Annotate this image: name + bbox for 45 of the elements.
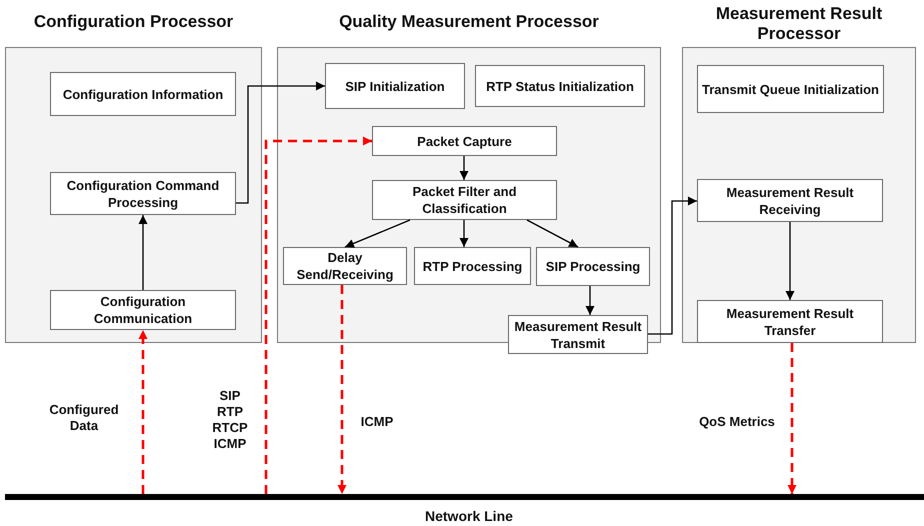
arrow xyxy=(344,219,410,248)
dashed-arrow xyxy=(338,285,346,494)
arrow xyxy=(460,156,468,180)
process-box xyxy=(50,72,236,116)
box-label: SIP Processing xyxy=(546,258,640,275)
arrow xyxy=(460,220,468,247)
box-label: Measurement Result Transfer xyxy=(725,304,855,338)
arrow xyxy=(236,82,325,204)
panel-heading: Quality Measurement Processor xyxy=(338,11,600,33)
box-label: Measurement Result Receiving xyxy=(725,184,855,218)
process-box xyxy=(414,247,531,285)
dashed-arrow xyxy=(788,343,796,494)
network-line-label: Network Line xyxy=(425,508,513,524)
panel-heading: Measurement Result Processor xyxy=(714,3,884,45)
panel-heading: Configuration Processor xyxy=(32,11,234,33)
arrow xyxy=(648,196,697,335)
arrow xyxy=(786,222,794,300)
process-box xyxy=(50,172,236,215)
arrow xyxy=(586,286,594,315)
process-box xyxy=(325,63,465,109)
box-label: Packet Filter and Classification xyxy=(411,183,518,217)
process-box xyxy=(536,247,650,286)
process-box xyxy=(697,179,883,222)
box-label: Delay Send/Receiving xyxy=(296,249,394,283)
process-box xyxy=(697,65,884,113)
box-label: Configuration Command Processing xyxy=(66,176,220,210)
box-label: Transmit Queue Initialization xyxy=(702,80,879,98)
process-box xyxy=(50,290,236,330)
dashed-arrow xyxy=(138,330,148,494)
process-box xyxy=(283,247,407,285)
arrow xyxy=(526,219,578,248)
process-box xyxy=(697,300,883,343)
dashed-arrow xyxy=(264,136,372,494)
box-label: RTP Processing xyxy=(422,258,522,274)
process-box xyxy=(372,126,557,156)
box-label: Configuration Communication xyxy=(92,293,194,327)
process-box xyxy=(372,180,557,220)
arrow xyxy=(138,215,148,290)
box-label: Packet Capture xyxy=(417,132,512,150)
box-label: Measurement Result Transmit xyxy=(513,318,643,352)
process-box xyxy=(475,65,645,107)
box-label: RTP Status Initialization xyxy=(486,78,634,94)
box-label: Configuration Information xyxy=(62,86,224,102)
box-label: SIP Initialization xyxy=(345,78,445,94)
process-box xyxy=(508,315,648,354)
